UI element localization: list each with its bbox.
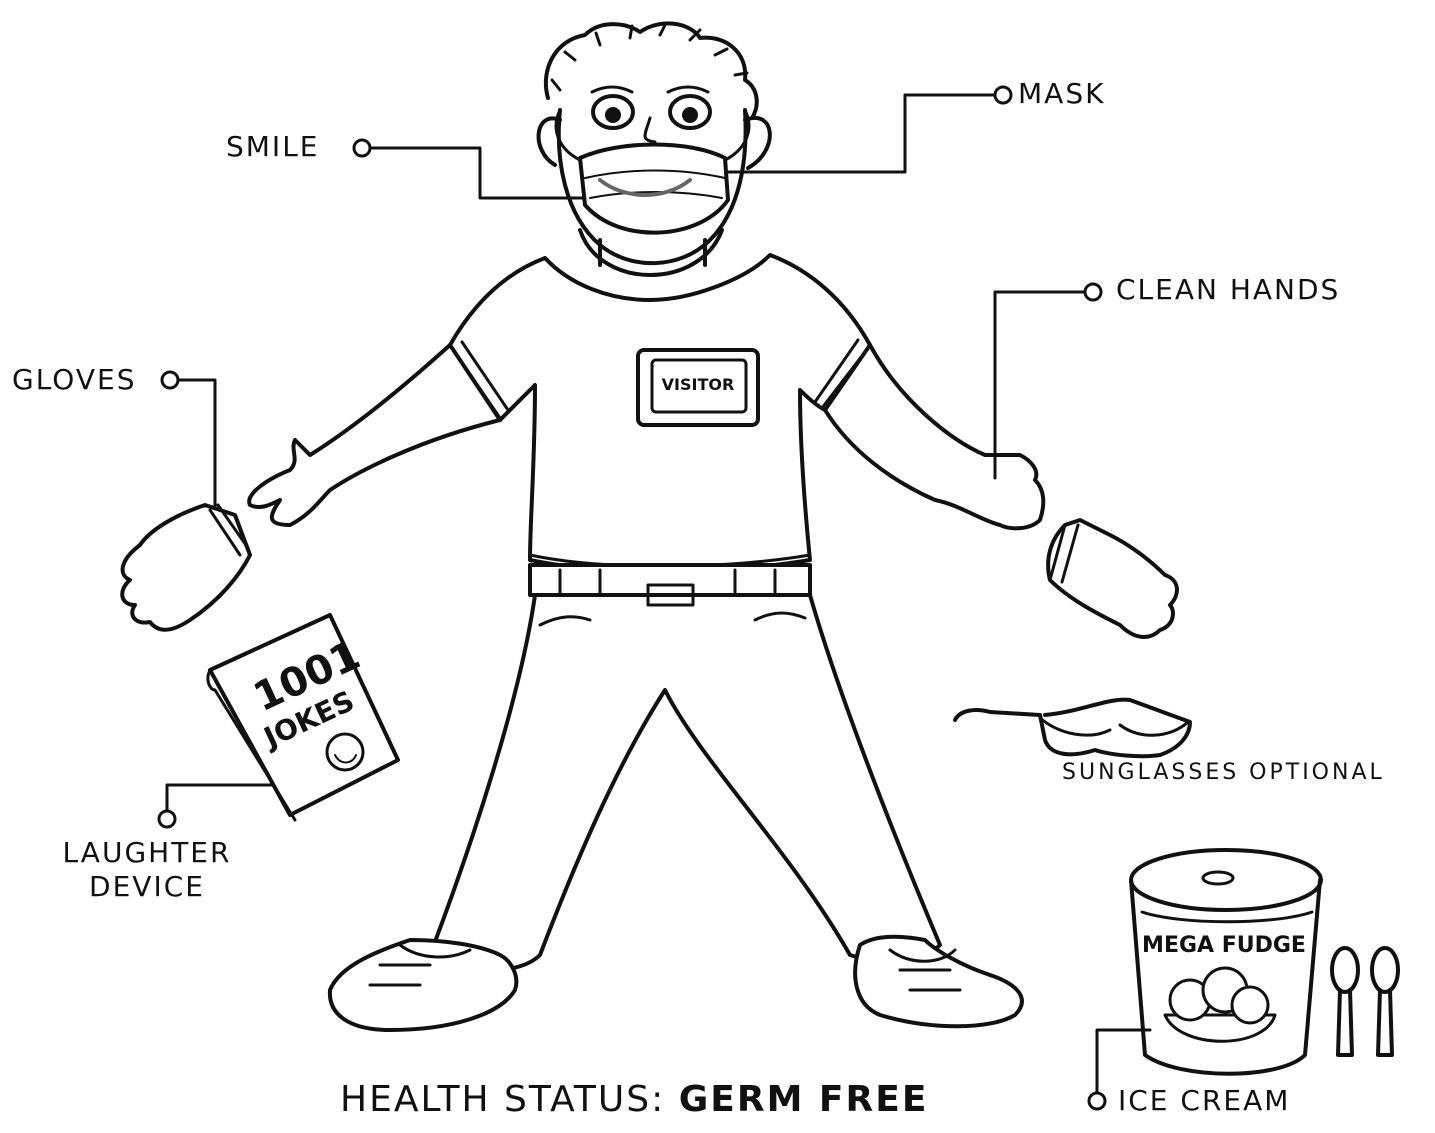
label-laughter-device: LAUGHTER DEVICE xyxy=(52,836,242,904)
sunglasses-drawing xyxy=(955,700,1190,757)
nose xyxy=(645,118,655,142)
shoes xyxy=(330,937,1022,1030)
label-clean-hands: CLEAN HANDS xyxy=(1116,276,1340,304)
glove-right xyxy=(1048,520,1177,637)
glove-left xyxy=(122,505,250,630)
health-status: HEALTH STATUS: GERM FREE xyxy=(340,1082,928,1118)
health-status-prefix: HEALTH STATUS: xyxy=(340,1079,665,1120)
hair xyxy=(546,23,757,118)
spoons xyxy=(1332,948,1398,1055)
label-ice-cream: ICE CREAM xyxy=(1118,1087,1290,1115)
leader-lines xyxy=(159,87,1150,1109)
badge-text: VISITOR xyxy=(662,375,735,394)
pants xyxy=(430,565,940,970)
label-mask: MASK xyxy=(1018,80,1105,108)
label-smile: SMILE xyxy=(226,133,319,161)
tub-text: MEGA FUDGE xyxy=(1142,933,1306,958)
ice-cream-tub xyxy=(1131,850,1321,1074)
label-sunglasses: SUNGLASSES OPTIONAL xyxy=(1062,762,1385,784)
mask-drawing xyxy=(556,110,749,233)
shirt xyxy=(450,230,870,571)
health-status-value: GERM FREE xyxy=(679,1079,929,1120)
label-gloves: GLOVES xyxy=(12,366,136,394)
